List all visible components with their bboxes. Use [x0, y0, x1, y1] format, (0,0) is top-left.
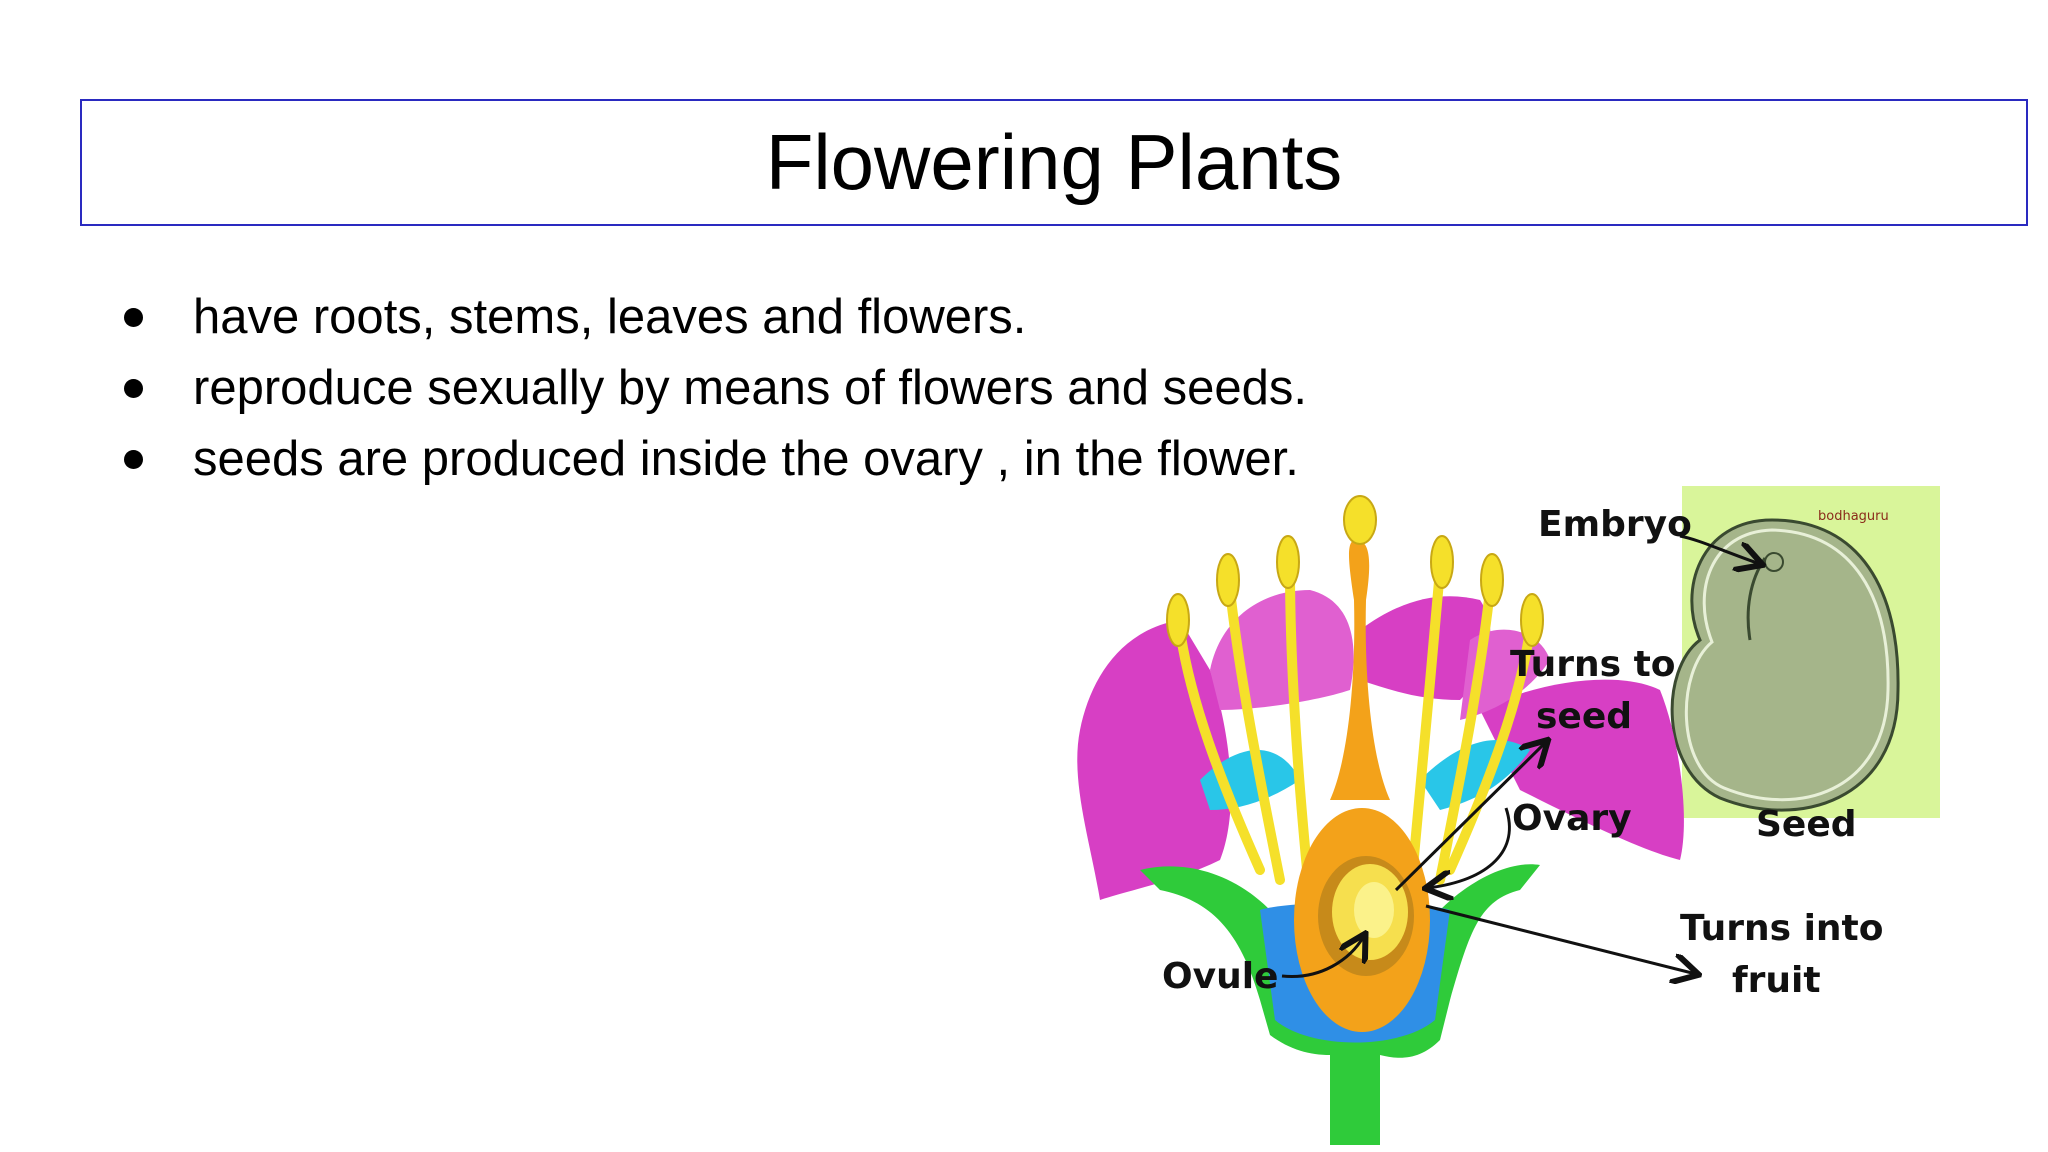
petal-right [1480, 679, 1684, 860]
sepal-right [1420, 740, 1530, 810]
pistil-style [1330, 540, 1390, 800]
flower-diagram: bodhaguru [1060, 480, 2020, 1152]
flower-diagram-svg: bodhaguru [1077, 486, 1940, 1145]
seed-shape [1670, 518, 1900, 812]
watermark-logo: bodhaguru [1818, 509, 1889, 524]
seed-coat [1684, 528, 1890, 802]
label-seed: Seed [1756, 804, 1857, 845]
bullet-text: reproduce sexually by means of flowers a… [193, 361, 1307, 415]
bullet-dot-icon [124, 379, 143, 398]
bullet-item: have roots, stems, leaves and flowers. [115, 282, 1307, 353]
flower-illustration [1077, 495, 1684, 1145]
label-turns-into-fruit-1: Turns into [1680, 908, 1883, 949]
bullet-item: seeds are produced inside the ovary , in… [115, 424, 1307, 495]
bullet-text: have roots, stems, leaves and flowers. [193, 290, 1027, 344]
label-turns-to-seed-1: Turns to [1510, 644, 1676, 685]
label-arrows [1281, 534, 1760, 977]
label-turns-into-fruit-2: fruit [1732, 960, 1821, 1001]
bullet-list: have roots, stems, leaves and flowers. r… [115, 282, 1307, 495]
bullet-text: seeds are produced inside the ovary , in… [193, 432, 1299, 486]
anthers [1166, 535, 1544, 647]
title-box: Flowering Plants [80, 99, 2028, 226]
bullet-dot-icon [124, 308, 143, 327]
stigma [1343, 495, 1377, 545]
label-ovary: Ovary [1512, 798, 1632, 839]
seed-illustration: bodhaguru [1670, 486, 1940, 818]
petal-back-right [1360, 596, 1491, 700]
slide-title: Flowering Plants [765, 118, 1343, 206]
label-embryo: Embryo [1538, 504, 1692, 545]
label-turns-to-seed-2: seed [1536, 696, 1632, 737]
label-ovule: Ovule [1162, 956, 1278, 997]
bullet-dot-icon [124, 450, 143, 469]
petal-left [1077, 620, 1231, 900]
bullet-item: reproduce sexually by means of flowers a… [115, 353, 1307, 424]
ovule-shape [1354, 882, 1394, 938]
